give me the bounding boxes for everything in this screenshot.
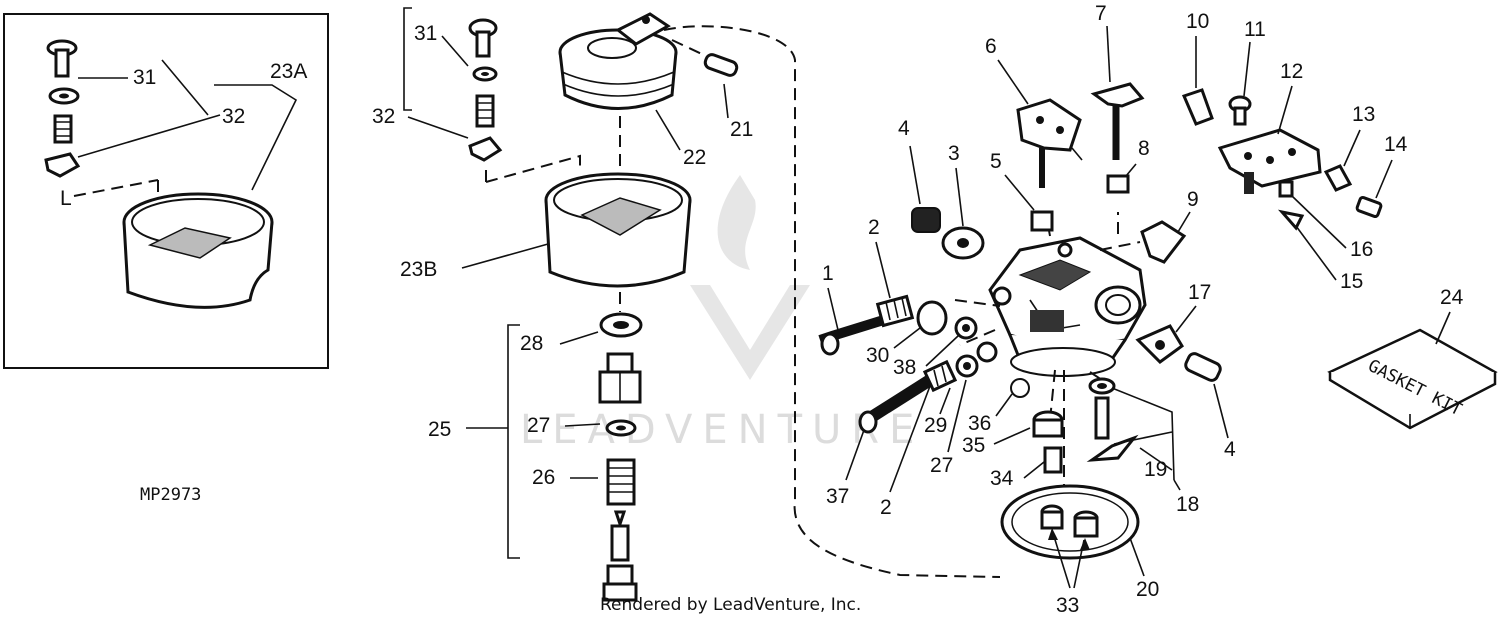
label-21: 21: [730, 118, 753, 141]
label-2-bottom: 2: [880, 496, 892, 519]
label-27-right: 27: [930, 454, 953, 477]
label-18: 18: [1176, 493, 1199, 516]
label-4-top: 4: [898, 117, 910, 140]
label-17: 17: [1188, 281, 1211, 304]
label-13: 13: [1352, 103, 1375, 126]
label-23b: 23B: [400, 258, 437, 281]
label-12: 12: [1280, 60, 1303, 83]
label-16: 16: [1350, 238, 1373, 261]
label-31-mid: 31: [414, 22, 437, 45]
label-22: 22: [683, 146, 706, 169]
inset-panel: 31 32 23A L: [3, 13, 329, 369]
watermark: LEADVENTURE: [520, 175, 924, 453]
label-35: 35: [962, 434, 985, 457]
bowl-assembly: 31 32 21 22 23B 25 28: [372, 7, 753, 602]
label-5: 5: [990, 150, 1002, 173]
label-24: 24: [1440, 286, 1464, 309]
label-29: 29: [924, 414, 947, 437]
label-7: 7: [1095, 2, 1107, 25]
label-3: 3: [948, 142, 960, 165]
label-30: 30: [866, 344, 889, 367]
label-23a: 23A: [270, 60, 307, 83]
label-14: 14: [1384, 133, 1408, 156]
label-15: 15: [1340, 270, 1363, 293]
label-37: 37: [826, 485, 849, 508]
label-32-mid: 32: [372, 105, 395, 128]
label-33: 33: [1056, 594, 1079, 617]
figure-code: MP2973: [140, 485, 201, 505]
label-34: 34: [990, 467, 1014, 490]
label-19: 19: [1144, 458, 1167, 481]
label-32: 32: [222, 105, 245, 128]
label-26: 26: [532, 466, 555, 489]
label-10: 10: [1186, 10, 1209, 33]
label-4-bottom: 4: [1224, 438, 1236, 461]
label-9: 9: [1187, 188, 1199, 211]
label-38: 38: [893, 356, 916, 379]
assembly-path: [663, 25, 1001, 578]
label-27-left: 27: [527, 414, 550, 437]
label-36: 36: [968, 412, 991, 435]
label-2-top: 2: [868, 216, 880, 239]
label-L: L: [60, 187, 72, 210]
label-20: 20: [1136, 578, 1159, 601]
carburetor-body: 6 7 8 5 4 3 9 10 11: [818, 2, 1408, 617]
footer-credit: Rendered by LeadVenture, Inc.: [600, 595, 861, 615]
gasket-kit: GASKET KIT 24: [1327, 286, 1498, 430]
label-25: 25: [428, 418, 451, 441]
label-6: 6: [985, 35, 997, 58]
watermark-text: LEADVENTURE: [520, 407, 924, 453]
label-31: 31: [133, 66, 156, 89]
label-1: 1: [822, 262, 834, 285]
label-8: 8: [1138, 137, 1150, 160]
label-11: 11: [1244, 18, 1266, 41]
label-28: 28: [520, 332, 543, 355]
